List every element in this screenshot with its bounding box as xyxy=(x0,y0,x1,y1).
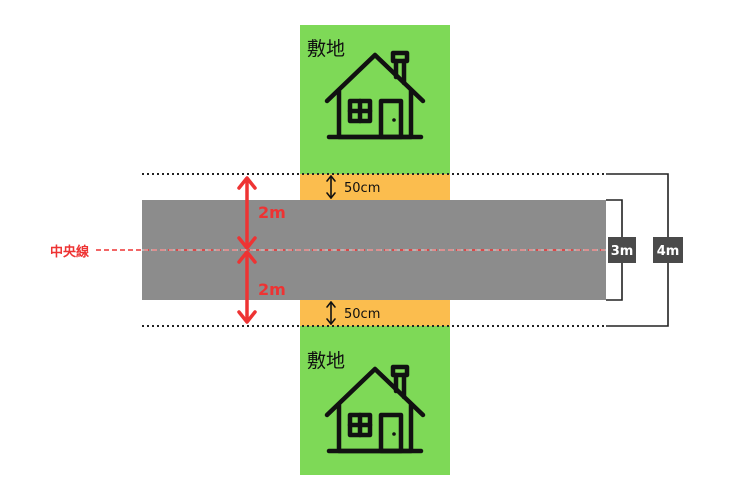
half-width-arrow-upper xyxy=(237,176,257,250)
setback-arrow-top xyxy=(326,175,336,199)
total-width-badge xyxy=(653,237,683,263)
setback-strip-top xyxy=(300,174,450,200)
centerline-label: 中央線 xyxy=(50,244,90,260)
plot-label-top: 敷地 xyxy=(307,38,345,60)
house-icon xyxy=(327,367,423,451)
half-width-arrow-lower xyxy=(237,250,257,324)
setback-strip-bottom xyxy=(300,300,450,326)
setback-label-bottom: 50cm xyxy=(344,307,380,322)
total-width-label: 4m xyxy=(657,244,680,259)
setback-arrow-bottom xyxy=(326,301,336,325)
house-icon xyxy=(327,53,423,137)
half-width-label-lower: 2m xyxy=(258,280,286,299)
road-width-label: 3m xyxy=(611,244,634,259)
road-width-badge xyxy=(608,237,636,263)
setback-label-top: 50cm xyxy=(344,181,380,196)
plot-top xyxy=(300,25,450,174)
plot-label-bottom: 敷地 xyxy=(307,350,345,372)
half-width-label-upper: 2m xyxy=(258,203,286,222)
